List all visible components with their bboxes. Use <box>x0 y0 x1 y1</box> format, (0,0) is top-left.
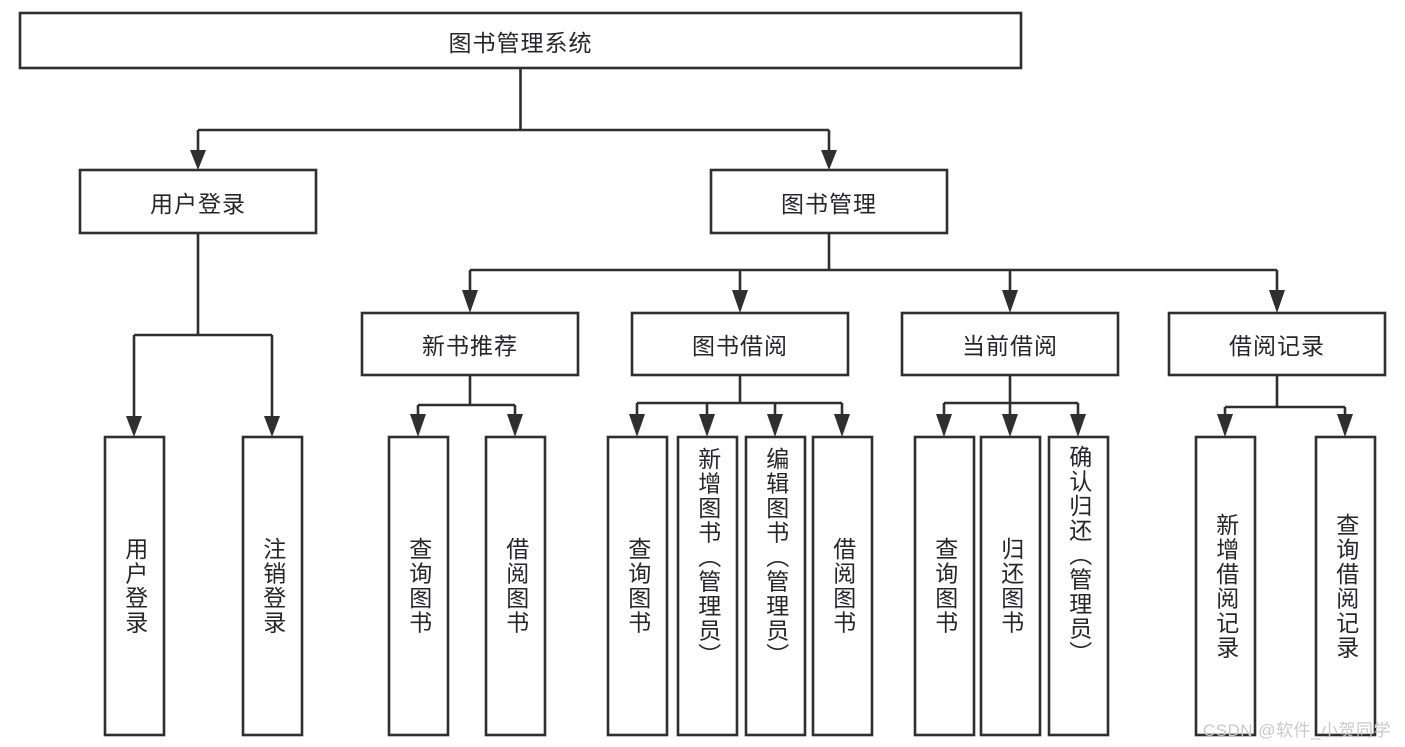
arrow-head-book-manage <box>821 150 837 170</box>
node-box-borrow-record[interactable] <box>1167 311 1387 377</box>
node-box-leaf-add-record[interactable] <box>1194 435 1257 737</box>
connector-group-user-login <box>126 233 280 437</box>
arrow-head-leaf-borrow-book-1 <box>507 414 523 437</box>
node-box-user-login[interactable] <box>78 168 318 235</box>
node-box-root[interactable] <box>18 11 1023 70</box>
connector-group-new-book-rec <box>410 375 523 437</box>
arrow-head-leaf-edit-book <box>767 414 783 437</box>
arrow-head-leaf-query-record <box>1337 414 1353 437</box>
node-box-leaf-borrow-book-1[interactable] <box>484 435 547 737</box>
arrow-head-leaf-confirm-return <box>1070 414 1086 437</box>
node-box-leaf-logout[interactable] <box>241 435 304 737</box>
node-box-leaf-confirm-return[interactable] <box>1047 435 1110 737</box>
arrow-head-leaf-borrow-book-2 <box>834 414 850 437</box>
connector-group-borrow-record <box>1217 375 1353 437</box>
arrow-head-leaf-add-book <box>699 414 715 437</box>
arrow-head-leaf-query-book-1 <box>410 414 426 437</box>
connector-group-book-borrow <box>629 375 850 437</box>
arrow-head-leaf-query-book-2 <box>629 414 645 437</box>
node-box-leaf-add-book[interactable] <box>676 435 739 737</box>
node-box-new-book-rec[interactable] <box>360 311 580 377</box>
node-box-leaf-borrow-book-2[interactable] <box>811 435 874 737</box>
arrow-head-leaf-logout <box>264 416 280 437</box>
node-box-leaf-return-book[interactable] <box>979 435 1042 737</box>
node-box-current-borrow[interactable] <box>900 311 1120 377</box>
node-box-book-manage[interactable] <box>709 168 949 235</box>
arrow-head-leaf-add-record <box>1217 414 1233 437</box>
node-box-leaf-query-record[interactable] <box>1314 435 1377 737</box>
arrow-head-current-borrow <box>1002 290 1018 313</box>
arrow-head-leaf-query-book-3 <box>936 414 952 437</box>
arrow-head-new-book-rec <box>462 290 478 313</box>
arrow-head-user-login <box>190 150 206 170</box>
node-box-book-borrow[interactable] <box>630 311 850 377</box>
node-box-leaf-user-login[interactable] <box>103 435 166 737</box>
connector-group-current-borrow <box>936 375 1086 437</box>
connector-group-book-manage <box>462 233 1285 313</box>
arrow-head-borrow-record <box>1269 290 1285 313</box>
connector-group-root <box>190 68 837 170</box>
arrow-head-leaf-user-login <box>126 416 142 437</box>
arrow-head-leaf-return-book <box>1002 414 1018 437</box>
watermark-text: CSDN @软件_小贺同学 <box>1202 721 1391 740</box>
node-box-leaf-query-book-1[interactable] <box>387 435 450 737</box>
node-box-leaf-edit-book[interactable] <box>744 435 807 737</box>
arrow-head-book-borrow <box>732 290 748 313</box>
node-box-leaf-query-book-2[interactable] <box>606 435 669 737</box>
node-box-leaf-query-book-3[interactable] <box>913 435 976 737</box>
